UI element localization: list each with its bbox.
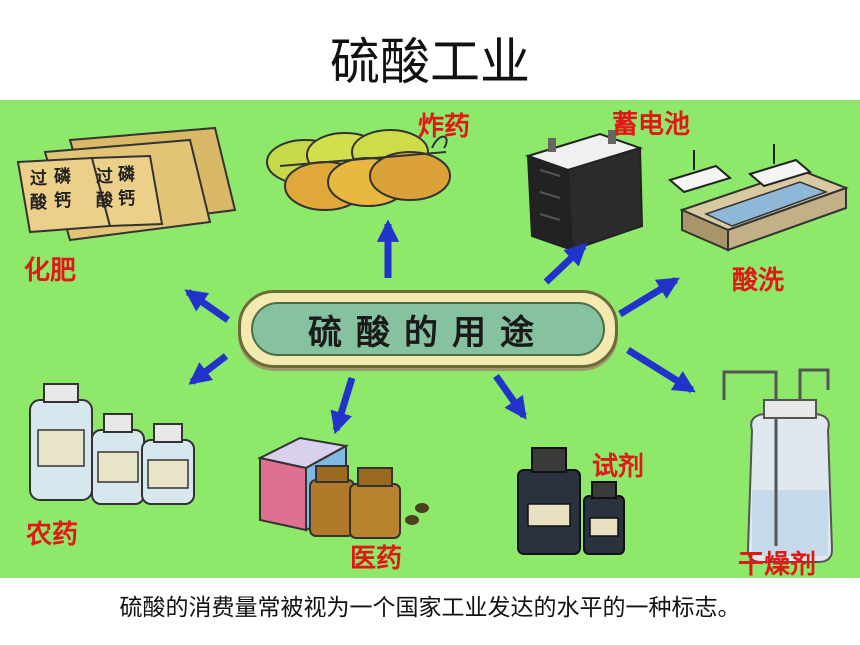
center-node-label: 硫酸的用途	[251, 302, 605, 356]
diagram-panel: 过 磷 酸 钙 过 磷 酸 钙	[0, 100, 860, 580]
label-reagent: 试剂	[592, 452, 645, 482]
page-title: 硫酸工业	[330, 33, 530, 91]
arrow-to-reagent	[493, 373, 527, 420]
medicine-image	[257, 436, 429, 539]
illustrations: 过 磷 酸 钙 过 磷 酸 钙	[16, 126, 849, 563]
label-fertilizer: 化肥	[24, 256, 77, 286]
center-node: 硫酸的用途	[238, 290, 618, 368]
label-pesticide: 农药	[26, 520, 79, 550]
arrow-to-medicine	[330, 376, 356, 435]
bag2-char-3: 酸	[96, 190, 114, 211]
arrow-to-battery	[543, 242, 588, 285]
pickling-tank-image	[667, 144, 849, 252]
bag-char-4: 钙	[54, 190, 71, 211]
bag-char-2: 磷	[54, 166, 72, 187]
label-medicine: 医药	[350, 544, 403, 574]
bag2-char-1: 过	[96, 167, 113, 187]
fertilizer-bags-image: 过 磷 酸 钙 过 磷 酸 钙	[16, 126, 237, 242]
arrows	[184, 219, 696, 435]
battery-image	[524, 130, 644, 252]
pesticide-bottles-image	[29, 383, 195, 505]
arrow-to-pesticide	[188, 353, 229, 385]
caption: 硫酸的消费量常被视为一个国家工业发达的水平的一种标志。	[119, 595, 741, 621]
explosive-bundle-image	[266, 129, 451, 211]
arrow-to-desiccant	[626, 347, 696, 393]
label-desiccant: 干燥剂	[738, 550, 817, 580]
drying-bottle-image	[722, 368, 834, 563]
label-pickling: 酸洗	[732, 266, 785, 296]
bag-char-3: 酸	[30, 192, 48, 213]
arrow-to-pickling	[618, 277, 680, 317]
label-battery: 蓄电池	[612, 110, 691, 140]
label-explosive: 炸药	[418, 112, 471, 142]
bag2-char-2: 磷	[118, 164, 136, 185]
bag-char-1: 过	[30, 169, 47, 189]
arrow-to-fertilizer	[184, 289, 231, 323]
reagent-bottles-image	[517, 447, 625, 555]
bag2-char-4: 钙	[118, 188, 135, 209]
